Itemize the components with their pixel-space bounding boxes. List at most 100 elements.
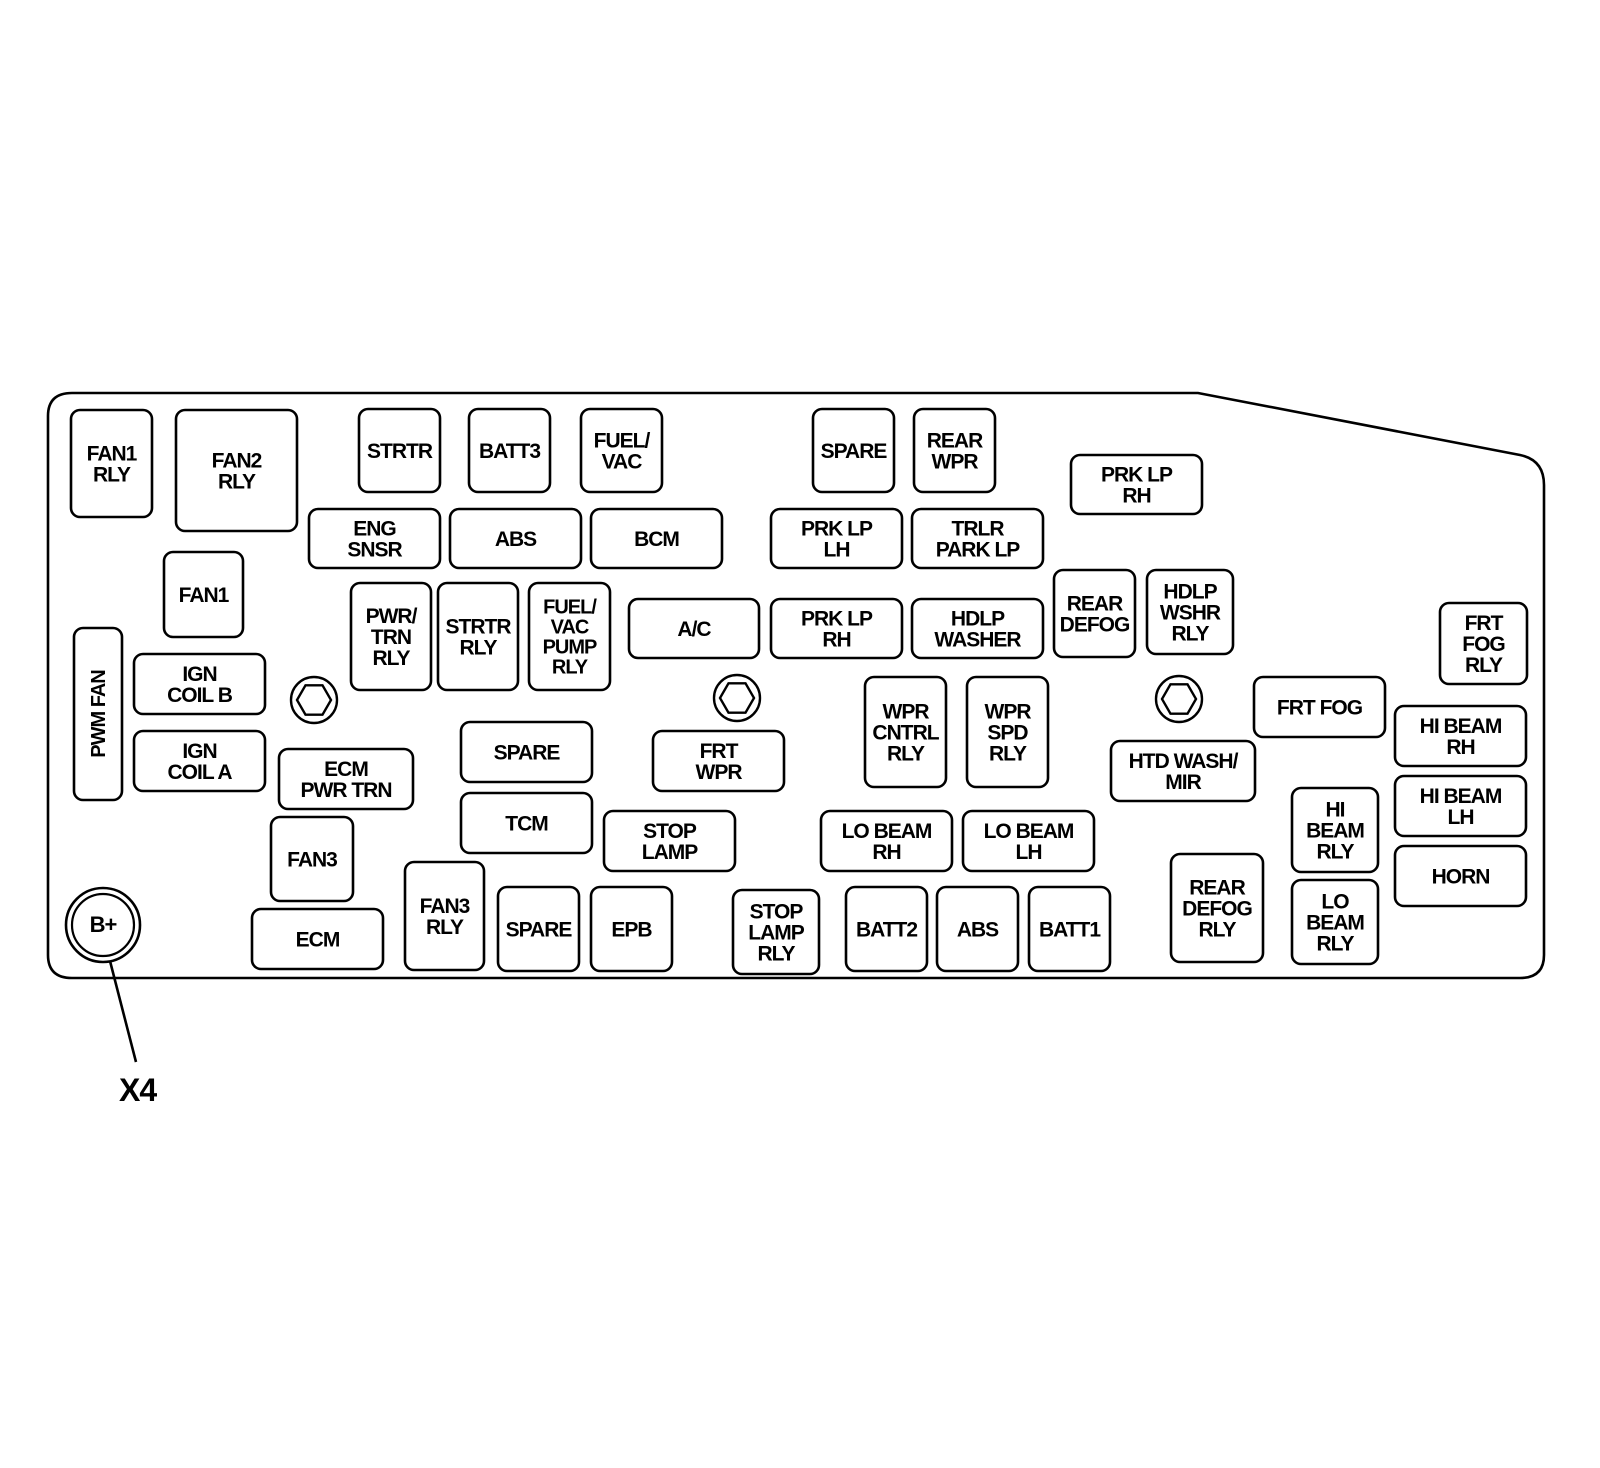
fuse-a-c: A/C: [627, 597, 761, 660]
fuse-batt3: BATT3: [467, 407, 552, 494]
fuse-abs-bottom: ABS: [935, 885, 1020, 973]
fuse-ign-coil-b-label-line: IGN: [182, 663, 216, 686]
fuse-eng-snsr-outline: [307, 507, 442, 570]
b-plus-terminal-label: B+: [90, 912, 117, 937]
fuse-eng-snsr-label-line: ENG: [353, 518, 396, 541]
fuse-batt1: BATT1: [1027, 885, 1112, 973]
fuse-epb: EPB: [589, 885, 674, 973]
fuse-wpr-spd-rly-label-line: SPD: [987, 722, 1028, 745]
fuse-pwr-trn-rly-label-line: TRN: [371, 626, 411, 649]
fuse-fan2-rly-label-line: RLY: [218, 471, 256, 494]
fuse-hdlp-washer-label-line: WASHER: [934, 629, 1021, 652]
fuse-frt-wpr-label-line: WPR: [696, 761, 743, 784]
fuse-fan3-rly-label-line: FAN3: [420, 895, 470, 918]
fuse-htd-wash-mir-label-line: MIR: [1165, 771, 1201, 794]
fuse-ecm-pwr-trn-label-line: PWR TRN: [301, 779, 392, 802]
mounting-stud-hex-icon: [718, 682, 756, 714]
fuse-prk-lp-rh-top-outline: [1069, 453, 1204, 516]
fuse-frt-fog-label-line: FRT FOG: [1277, 697, 1363, 720]
mounting-stud-hex-icon: [1160, 683, 1198, 715]
b-plus-terminal-inner-ring: [70, 892, 136, 958]
fuse-frt-wpr-label-line: FRT: [700, 740, 739, 763]
fuse-lo-beam-rh-label-line: RH: [872, 841, 900, 864]
fuse-abs-bottom-label: ABS: [957, 919, 999, 942]
fuse-hdlp-wshr-rly-label-line: HDLP: [1163, 581, 1217, 604]
fuse-rear-wpr-label-line: WPR: [932, 451, 979, 474]
fuse-hi-beam-rh-label-line: RH: [1446, 736, 1474, 759]
fuse-batt3-label-line: BATT3: [479, 440, 540, 463]
fuse-frt-fog-label: FRT FOG: [1277, 697, 1363, 720]
fuse-fan3-label-line: FAN3: [287, 849, 337, 872]
fuse-trlr-park-lp-label-line: PARK LP: [936, 539, 1021, 562]
fuse-batt1-outline: [1027, 885, 1112, 973]
fuse-hi-beam-lh-label-line: HI BEAM: [1420, 785, 1502, 808]
x4-leader-line: [108, 960, 138, 1063]
fuse-strtr-outline: [357, 407, 442, 494]
fuse-batt1-label-line: BATT1: [1039, 919, 1101, 942]
fuse-rear-defog-rly-label-line: RLY: [1198, 919, 1236, 942]
fuse-htd-wash-mir-label: HTD WASH/MIR: [1129, 750, 1239, 794]
fuse-fan1-label-line: FAN1: [179, 584, 230, 607]
fuse-abs-top: ABS: [448, 507, 583, 570]
fuse-lo-beam-rh-label-line: LO BEAM: [842, 820, 932, 843]
fuse-lo-beam-lh-label-line: LO BEAM: [984, 820, 1074, 843]
fuse-fuel-vac-pump-rly-label-line: VAC: [551, 617, 589, 639]
fuse-spare-mid-label-line: SPARE: [494, 742, 561, 765]
fuse-fan1-rly-label-line: FAN1: [87, 443, 138, 466]
fuse-rear-defog-label-line: REAR: [1067, 593, 1123, 616]
fuse-fuel-vac-pump-rly-outline: [527, 581, 612, 692]
fuse-fan1-label: FAN1: [179, 584, 230, 607]
fuse-pwm-fan: PWM FAN: [72, 626, 124, 802]
fuse-strtr-rly-label-line: RLY: [459, 637, 497, 660]
mounting-stud-hex-icon: [295, 684, 333, 716]
fuse-hi-beam-rly-label-line: RLY: [1316, 841, 1354, 864]
fuse-prk-lp-rh-mid-label-line: RH: [822, 629, 850, 652]
fuse-strtr-rly-label-line: STRTR: [446, 616, 512, 639]
fuse-ecm-outline: [250, 907, 385, 971]
fuse-fan1-rly-outline: [69, 408, 154, 519]
fuse-epb-label: EPB: [611, 919, 652, 942]
fuse-spare-top-label-line: SPARE: [821, 440, 888, 463]
fuse-pwm-fan-label-line: PWM FAN: [88, 670, 110, 758]
fuse-hi-beam-rly-outline: [1290, 786, 1380, 874]
fuse-spare-bottom: SPARE: [496, 885, 581, 973]
fuse-fan3-rly-outline: [403, 860, 486, 972]
fuse-fan3: FAN3: [269, 815, 355, 903]
fuse-strtr-label-line: STRTR: [367, 440, 433, 463]
fuse-trlr-park-lp-label-line: TRLR: [952, 518, 1005, 541]
fuse-wpr-cntrl-rly-outline: [863, 675, 948, 789]
fuse-hi-beam-lh-label-line: LH: [1448, 806, 1474, 829]
fuse-frt-fog-rly-label-line: RLY: [1465, 654, 1503, 677]
fuse-spare-top-label: SPARE: [821, 440, 888, 463]
fuse-hdlp-wshr-rly-outline: [1145, 568, 1235, 656]
fuse-frt-fog-rly-label-line: FRT: [1465, 612, 1504, 635]
fuse-epb-outline: [589, 885, 674, 973]
fuse-prk-lp-rh-top-label-line: RH: [1122, 485, 1150, 508]
fuse-trlr-park-lp-outline: [910, 507, 1045, 570]
fuse-fan2-rly-outline: [174, 408, 299, 533]
